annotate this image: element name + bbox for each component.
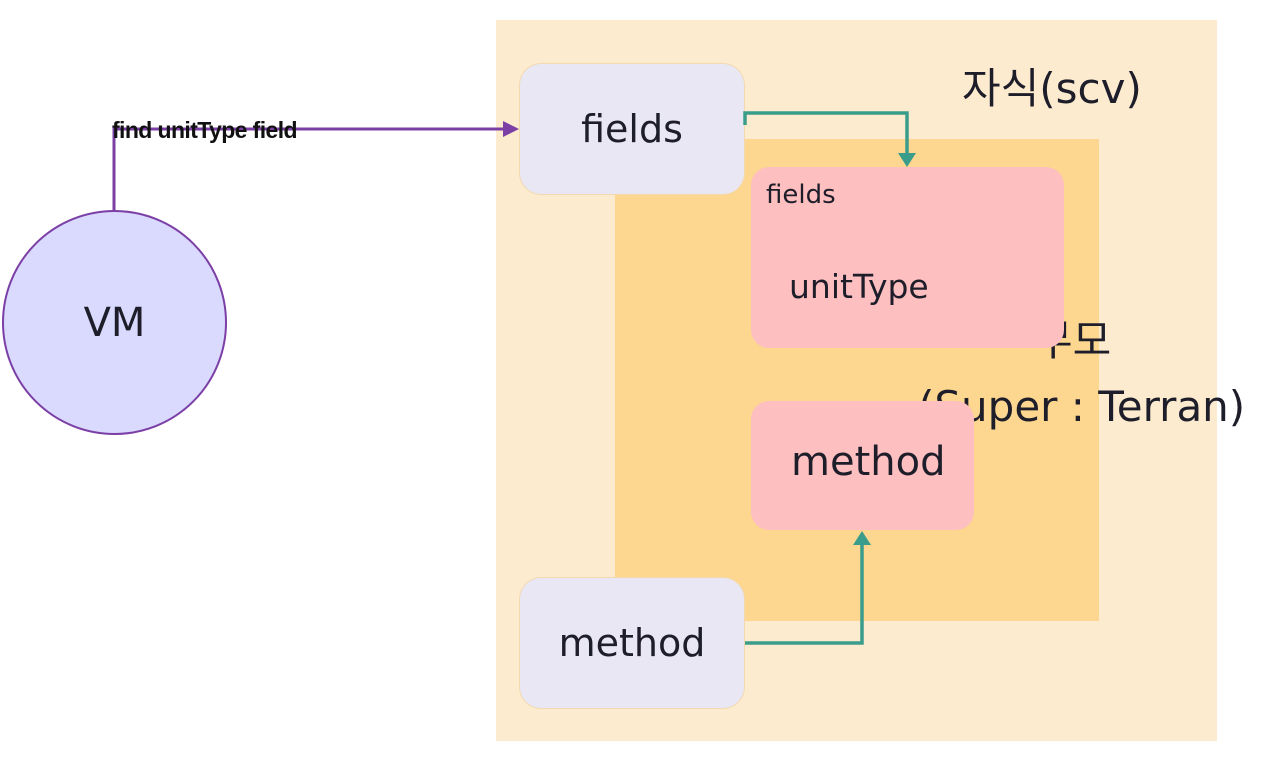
child-fields-node[interactable]: fields xyxy=(519,63,745,195)
parent-field-unittype: unitType xyxy=(789,267,929,306)
parent-method-label: method xyxy=(791,439,946,485)
child-method-label: method xyxy=(558,621,706,665)
child-class-title: 자식(scv) xyxy=(962,64,1142,113)
parent-fields-header: fields xyxy=(766,180,836,210)
child-fields-label: fields xyxy=(581,107,683,151)
parent-method-node[interactable]: method xyxy=(751,401,974,530)
vm-label: VM xyxy=(83,299,146,346)
child-method-node[interactable]: method xyxy=(519,577,745,709)
vm-node[interactable]: VM xyxy=(2,210,227,435)
parent-fields-node[interactable]: fields unitType xyxy=(751,167,1064,348)
vm-to-fields-edge-label: find unitType field xyxy=(112,117,298,143)
